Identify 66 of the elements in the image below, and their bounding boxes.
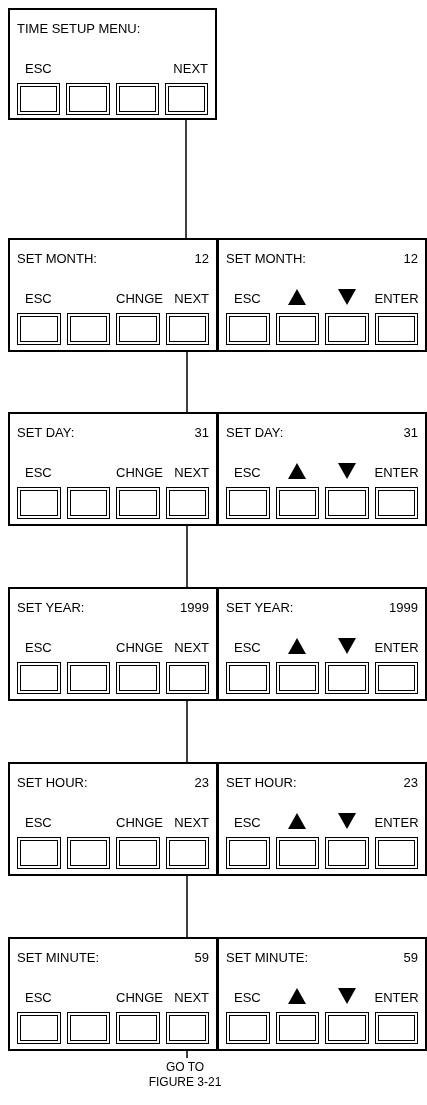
reference-text: GO TO FIGURE 3-21 (147, 1060, 223, 1090)
setting-value: 59 (403, 951, 418, 964)
screen-title: SET MINUTE: (17, 951, 100, 964)
display-panel (8, 8, 217, 120)
connector-line (186, 351, 188, 413)
setting-value: 1999 (389, 601, 418, 614)
connector-line (186, 875, 188, 938)
setting-value: 12 (403, 252, 418, 265)
key-label: ESC (234, 815, 261, 830)
screen-title: SET MINUTE: (226, 951, 309, 964)
key-label: ESC (25, 465, 52, 480)
screen-title: SET YEAR: (17, 601, 85, 614)
display-panel (8, 412, 218, 526)
display-panel (8, 238, 218, 352)
screen-title: SET DAY: (226, 426, 284, 439)
key-label: NEXT (174, 640, 209, 655)
screen-title: SET DAY: (17, 426, 75, 439)
connector-line (186, 525, 188, 588)
display-panel (217, 762, 427, 876)
setting-value: 31 (403, 426, 418, 439)
screen-title: SET MONTH: (17, 252, 97, 265)
display-panel (217, 238, 427, 352)
display-panel (8, 937, 218, 1051)
display-panel (8, 762, 218, 876)
display-panel (217, 587, 427, 701)
setting-value: 59 (194, 951, 209, 964)
key-label: ESC (234, 990, 261, 1005)
key-label: ESC (234, 465, 261, 480)
key-label: CHNGE (116, 990, 163, 1005)
key-label: CHNGE (116, 640, 163, 655)
key-label: ENTER (374, 990, 419, 1005)
display-panel (8, 587, 218, 701)
key-label: ENTER (374, 815, 419, 830)
key-label: ESC (25, 61, 52, 76)
connector-line (186, 700, 188, 763)
key-label: NEXT (174, 990, 209, 1005)
setting-value: 1999 (180, 601, 209, 614)
key-label: NEXT (174, 291, 209, 306)
screen-title: TIME SETUP MENU: (17, 22, 141, 35)
key-label: ESC (234, 291, 261, 306)
connector-line (186, 1050, 188, 1059)
key-label: ENTER (374, 291, 419, 306)
key-label: NEXT (173, 61, 208, 76)
key-label: ESC (25, 815, 52, 830)
key-label: CHNGE (116, 465, 163, 480)
key-label: ENTER (374, 465, 419, 480)
key-label: ENTER (374, 640, 419, 655)
key-label: ESC (25, 640, 52, 655)
screen-title: SET MONTH: (226, 252, 306, 265)
key-label: ESC (25, 990, 52, 1005)
screen-title: SET HOUR: (226, 776, 297, 789)
key-label: CHNGE (116, 815, 163, 830)
key-label: CHNGE (116, 291, 163, 306)
key-label: NEXT (174, 815, 209, 830)
connector-line (185, 119, 187, 239)
setting-value: 12 (194, 252, 209, 265)
display-panel (217, 937, 427, 1051)
key-label: NEXT (174, 465, 209, 480)
key-label: ESC (234, 640, 261, 655)
screen-title: SET YEAR: (226, 601, 294, 614)
setting-value: 23 (403, 776, 418, 789)
screen-title: SET HOUR: (17, 776, 88, 789)
display-panel (217, 412, 427, 526)
setting-value: 31 (194, 426, 209, 439)
key-label: ESC (25, 291, 52, 306)
setting-value: 23 (194, 776, 209, 789)
